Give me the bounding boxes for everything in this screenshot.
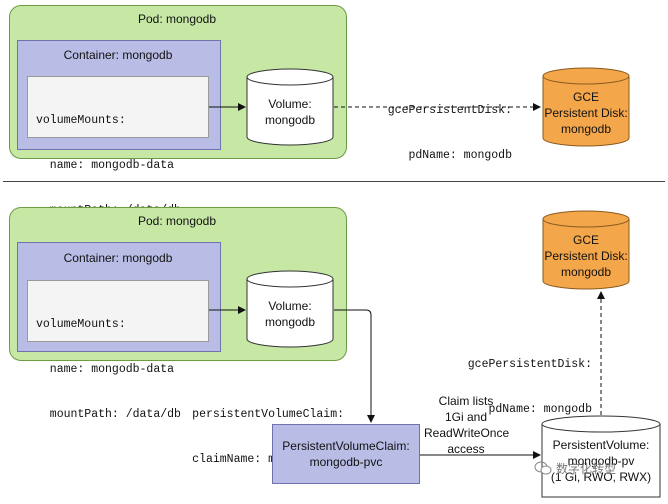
- bottom-gce-link-label: gcePersistentDisk: pdName: mongodb: [440, 327, 592, 432]
- gce-label: mongodb: [560, 122, 612, 136]
- persistent-volume-cylinder: [541, 415, 661, 498]
- separator-line: [3, 181, 665, 182]
- code-line: name: mongodb-data: [36, 363, 175, 376]
- pvc-label: PersistentVolumeClaim:: [282, 439, 410, 453]
- pv-capacity: (1 Gi, RWO, RWX): [550, 470, 652, 484]
- watermark-text: 数字化转型: [556, 461, 617, 476]
- top-gce-link-label: gcePersistentDisk: pdName: mongodb: [360, 73, 512, 178]
- pv-name: mongodb-pv: [567, 454, 635, 468]
- pvc-name: mongodb-pvc: [309, 455, 383, 469]
- chat-bubble-icon: [534, 461, 552, 475]
- bottom-container-title: Container: mongodb: [63, 251, 173, 265]
- claim-note-line: Claim lists: [438, 394, 494, 408]
- bottom-volume-cylinder: [246, 270, 334, 348]
- gce-label: GCE: [572, 233, 599, 247]
- claim-note-line: ReadWriteOnce: [424, 426, 510, 440]
- gce-label: Persistent Disk:: [544, 106, 628, 120]
- bottom-gce-disk: GCE Persistent Disk: mongodb: [542, 210, 630, 290]
- top-volume-cylinder: [246, 68, 334, 146]
- top-gce-disk: GCE Persistent Disk: mongodb: [542, 67, 630, 147]
- top-container-title: Container: mongodb: [63, 48, 173, 62]
- code-line: volumeMounts:: [36, 114, 126, 127]
- gce-label: mongodb: [560, 265, 612, 279]
- volume-name: mongodb: [264, 315, 316, 329]
- pvc-ref-line: persistentVolumeClaim:: [192, 408, 344, 421]
- top-pod-title: Pod: mongodb: [137, 12, 217, 26]
- persistent-volume: PersistentVolume: mongodb-pv (1 Gi, RWO,…: [541, 415, 661, 499]
- gce-label: Persistent Disk:: [544, 249, 628, 263]
- bottom-pod-title: Pod: mongodb: [137, 214, 217, 228]
- code-line: mountPath: /data/db: [36, 408, 181, 421]
- gce-link-line: pdName: mongodb: [488, 403, 592, 416]
- volume-label: Volume:: [268, 299, 312, 313]
- gce-label: GCE: [572, 90, 599, 104]
- top-volume: Volume: mongodb: [246, 68, 334, 146]
- claim-note-line: access: [447, 442, 485, 456]
- bottom-volume-mounts: volumeMounts: name: mongodb-data mountPa…: [27, 280, 209, 421]
- bottom-gce-cylinder: [542, 210, 630, 290]
- top-gce-cylinder: [542, 67, 630, 147]
- watermark: 数字化转型: [534, 458, 666, 478]
- gce-link-line: gcePersistentDisk:: [387, 104, 512, 117]
- pv-label: PersistentVolume:: [552, 438, 650, 452]
- persistent-volume-claim: PersistentVolumeClaim: mongodb-pvc: [272, 424, 420, 484]
- gce-link-line: pdName: mongodb: [408, 149, 512, 162]
- code-line: name: mongodb-data: [36, 159, 175, 172]
- claim-note: Claim lists 1Gi and ReadWriteOnce access: [424, 393, 510, 457]
- claim-note-line: 1Gi and: [444, 410, 488, 424]
- volume-label: Volume:: [268, 97, 312, 111]
- volume-name: mongodb: [264, 113, 316, 127]
- bottom-volume: Volume: mongodb: [246, 270, 334, 348]
- gce-link-line: gcePersistentDisk:: [467, 358, 592, 371]
- code-line: volumeMounts:: [36, 318, 126, 331]
- top-volume-mounts: volumeMounts: name: mongodb-data mountPa…: [27, 76, 209, 217]
